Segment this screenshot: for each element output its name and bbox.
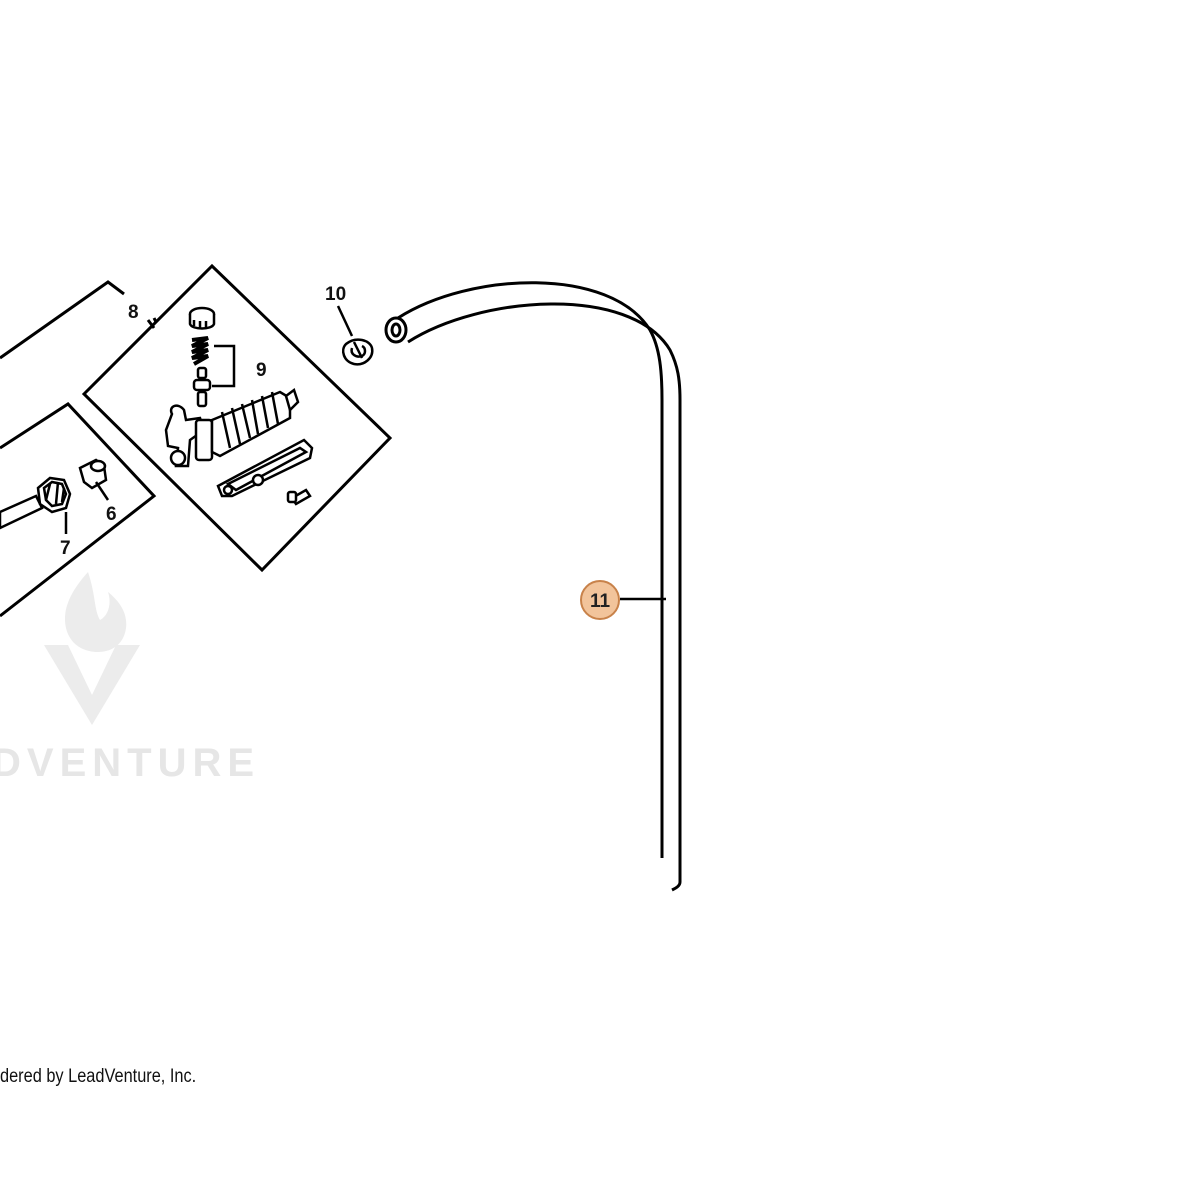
footer-copyright: dered by LeadVenture, Inc. [0, 1066, 197, 1087]
watermark-text: DVENTURE [0, 741, 260, 785]
part-9-valve-parts [188, 306, 236, 408]
panel-6-7-frame [0, 402, 157, 618]
callout-6: 6 [106, 504, 117, 525]
callout-7: 7 [60, 538, 71, 559]
callout-10: 10 [325, 284, 346, 305]
callout-8: 8 [128, 302, 139, 323]
watermark-logo [44, 572, 140, 725]
callout-9: 9 [256, 360, 267, 381]
part-7-coupling [0, 476, 72, 534]
part-11-hose [384, 281, 682, 892]
callout-11-badge[interactable] [580, 580, 620, 620]
part-8-trigger-assembly [164, 387, 314, 506]
part-6-nipple [78, 458, 110, 501]
panel-9-frame [81, 263, 393, 573]
callout-11[interactable]: 11 [590, 591, 611, 612]
part-10-hose-clamp [336, 305, 374, 366]
